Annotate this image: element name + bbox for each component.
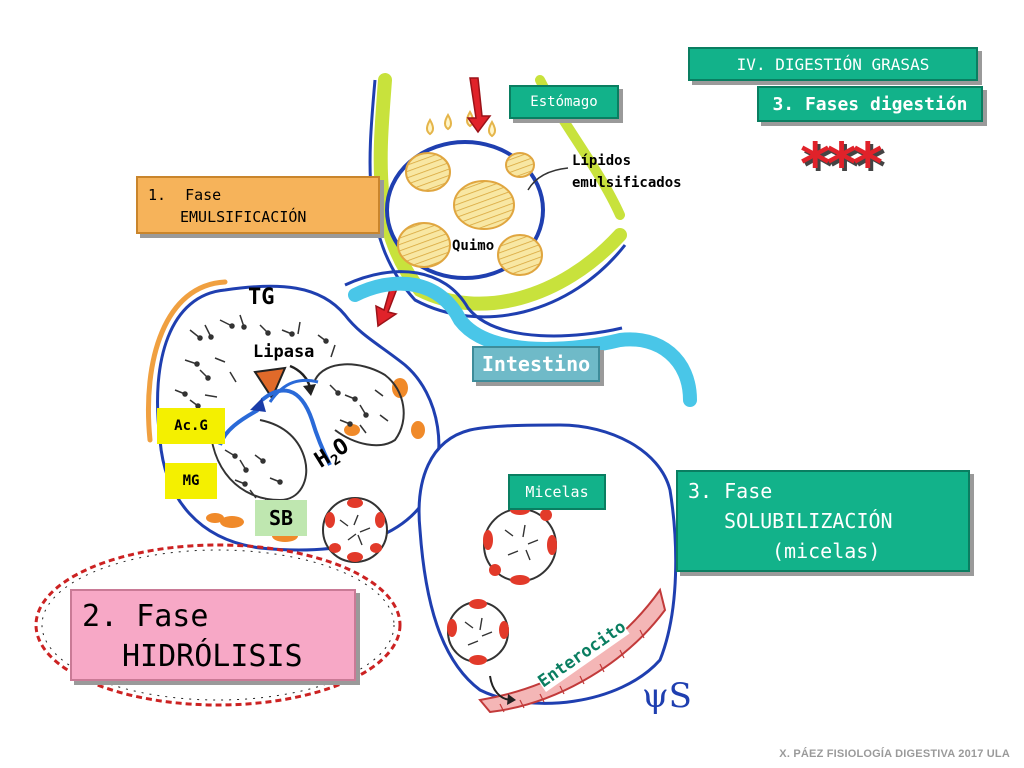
lipid-blob <box>392 378 408 398</box>
stomach-label-box: Estómago <box>509 85 619 119</box>
subtitle-box: 3. Fases digestión <box>757 86 983 122</box>
emulsification-phase-box: 1. Fase EMULSIFICACIÓN <box>136 176 380 234</box>
tg-label: TG <box>248 285 275 310</box>
stomach-entry-arrow <box>466 77 492 134</box>
enterocyte-striations <box>499 629 645 713</box>
hydrolysis-highlight-ellipse-inner <box>41 549 395 701</box>
bile-salts-label: SB <box>268 506 294 530</box>
lipids-label-line2: emulsificados <box>572 175 682 191</box>
hydrolysis-semicircle <box>314 363 405 447</box>
lipid-droplet <box>405 152 451 192</box>
micelle-core <box>504 524 539 561</box>
subtitle: 3. Fases digestión <box>772 93 968 115</box>
enterocyte-arrowhead <box>507 694 516 705</box>
solubilization-phase-box: 3. Fase SOLUBILIZACIÓN (micelas) <box>676 470 970 572</box>
lipid-droplet <box>453 180 515 230</box>
triglyceride-marks <box>174 314 389 507</box>
priority-stars: *** <box>800 130 883 198</box>
hydrolysis-highlight-ellipse <box>34 543 402 707</box>
micelle-rim <box>483 505 557 585</box>
micelle-rim <box>447 599 509 665</box>
fatty-acids-tag: Ac.G <box>157 408 225 444</box>
hydrolysis-phase-box: 2. Fase HIDRÓLISIS <box>70 589 356 681</box>
drop-shape <box>488 120 496 138</box>
lipid-droplet <box>397 222 451 268</box>
lipids-label-line1: Lípidos <box>572 153 632 169</box>
stomach-label: Estómago <box>530 94 598 110</box>
footer-credit: X. PÁEZ FISIOLOGÍA DIGESTIVA 2017 ULA <box>779 748 1010 760</box>
lipids-label: Lípidos emulsificados <box>572 150 682 194</box>
lipid-blob <box>220 516 244 528</box>
lipase-label: Lipasa <box>253 342 315 362</box>
lipase-arrowhead <box>303 384 316 396</box>
stars-text: *** <box>800 130 883 198</box>
emulsification-number: 1. <box>148 186 167 204</box>
lipid-blob <box>344 424 360 436</box>
author-signature: ψS <box>642 676 692 716</box>
emulsification-line1: 1. Fase <box>148 184 378 206</box>
lipid-blob <box>411 421 425 439</box>
monoglycerides-label: MG <box>182 473 200 489</box>
solubilization-line2: SOLUBILIZACIÓN <box>724 509 893 533</box>
lipid-droplet <box>505 152 535 178</box>
chyme-label: Quimo <box>452 238 495 254</box>
section-title: IV. DIGESTIÓN GRASAS <box>736 54 930 74</box>
solubilization-line3: (micelas) <box>772 539 881 563</box>
bile-salts-tag: SB <box>255 500 307 536</box>
hydrolysis-semicircle <box>209 419 308 502</box>
signature-text: ψS <box>642 676 692 716</box>
lipase-enzyme <box>253 366 287 401</box>
emulsification-title: Fase <box>185 186 222 204</box>
water-flow <box>268 378 319 403</box>
stomach-wall-blue-outline <box>368 79 627 319</box>
water-arrowhead <box>250 398 266 412</box>
intestine-tube-outline <box>344 270 623 338</box>
micelle-core <box>339 514 371 546</box>
micelle-core <box>464 617 493 646</box>
lipid-pointer-line <box>527 167 569 191</box>
section-title-box: IV. DIGESTIÓN GRASAS <box>688 47 978 81</box>
drop-shape <box>426 118 434 136</box>
drop-shape <box>444 113 452 131</box>
hydrolysis-line1: 2. Fase <box>82 599 209 634</box>
intestine-label-box: Intestino <box>472 346 600 382</box>
solubilization-line1: 3. Fase <box>688 479 773 503</box>
intestine-label: Intestino <box>481 352 591 376</box>
fatty-acids-label: Ac.G <box>174 418 208 434</box>
monoglycerides-tag: MG <box>165 463 217 499</box>
micelle <box>447 601 509 663</box>
hydrolysis-chamber-orange-rim <box>145 279 228 443</box>
micelles-label: Micelas <box>525 483 589 501</box>
emulsification-line2: EMULSIFICACIÓN <box>180 208 307 226</box>
hydrolysis-line2: HIDRÓLISIS <box>122 639 303 674</box>
micelles-label-box: Micelas <box>508 474 606 510</box>
micelle-rim <box>325 498 385 562</box>
lipid-blob <box>206 513 224 523</box>
lipid-droplet <box>497 234 543 276</box>
